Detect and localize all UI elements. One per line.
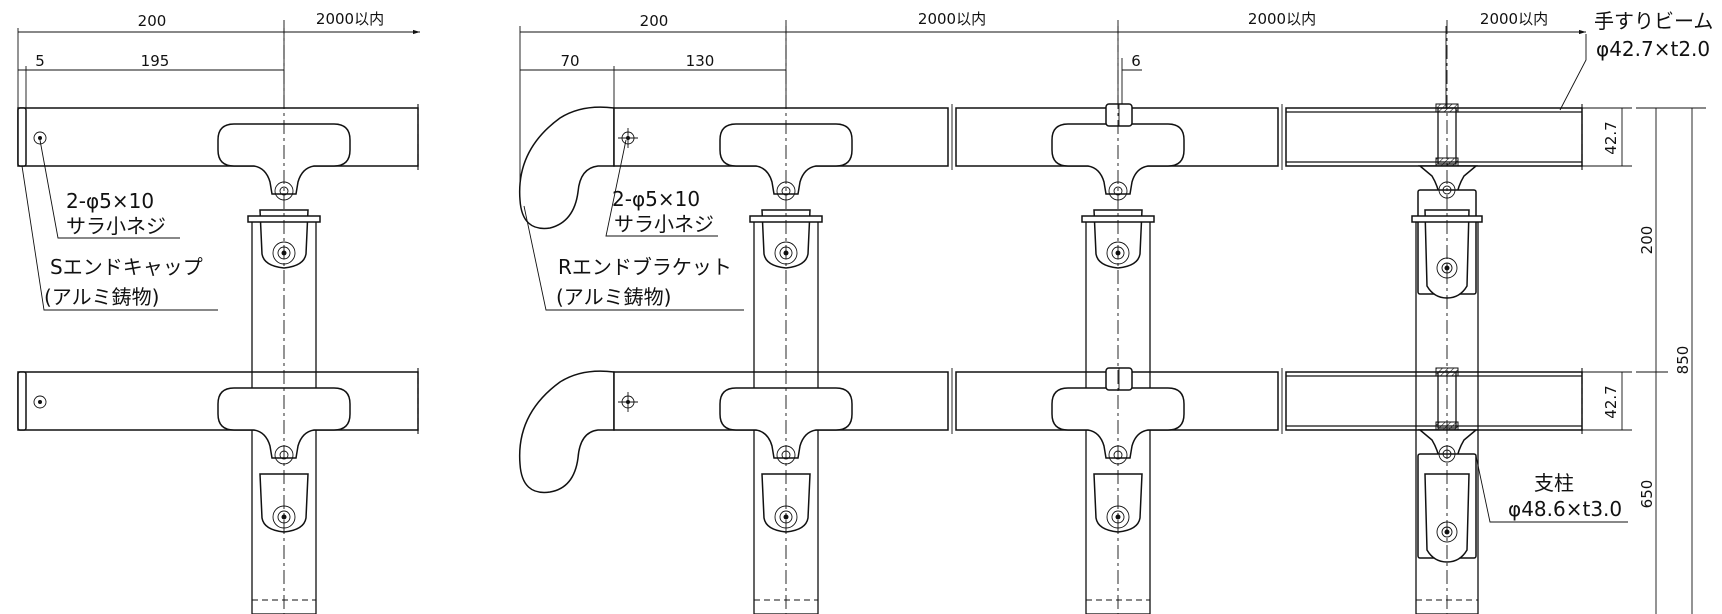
callout-r-end-bracket-2: (アルミ鋳物) [556,285,671,309]
callout-s-end-cap-1: Sエンドキャップ [50,255,203,279]
dim-joint-gap: 6 [1131,52,1141,70]
left-view [17,20,420,614]
dim-right-offset: 130 [686,52,715,70]
callout-beam-1: 手すりビーム [1594,9,1713,33]
callout-beam-2: φ42.7×t2.0 [1596,37,1710,61]
right-view [518,20,1706,614]
dim-span-2: 2000以内 [1248,10,1316,28]
callout-screw-right-1: 2-φ5×10 [612,187,700,211]
callout-screw-right-2: サラ小ネジ [614,212,714,236]
dimension-labels: 200 2000以内 5 195 200 2000以内 2000以内 2000以… [35,10,1692,508]
callout-screw-left-1: 2-φ5×10 [66,189,154,213]
callout-s-end-cap-2: (アルミ鋳物) [44,285,159,309]
dim-lower-height: 650 [1638,480,1656,509]
dim-beam-height-lower: 42.7 [1602,385,1620,418]
dim-total-height: 850 [1674,346,1692,375]
dim-left-span: 2000以内 [316,10,384,28]
callout-r-end-bracket-1: Rエンドブラケット [558,255,732,279]
callout-screw-left-2: サラ小ネジ [66,214,166,238]
dim-beam-height-upper: 42.7 [1602,121,1620,154]
dim-right-bracket: 70 [560,52,579,70]
dim-left-overall: 200 [138,12,167,30]
dim-right-overall: 200 [640,12,669,30]
dim-beam-spacing: 200 [1638,226,1656,255]
dim-left-offset: 195 [141,52,170,70]
dim-span-1: 2000以内 [918,10,986,28]
dim-left-gap: 5 [35,52,45,70]
callout-labels: 2-φ5×10 サラ小ネジ Sエンドキャップ (アルミ鋳物) 2-φ5×10 サ… [44,9,1713,521]
callout-post-1: 支柱 [1534,471,1574,495]
dim-span-3: 2000以内 [1480,10,1548,28]
callout-post-2: φ48.6×t3.0 [1508,497,1622,521]
